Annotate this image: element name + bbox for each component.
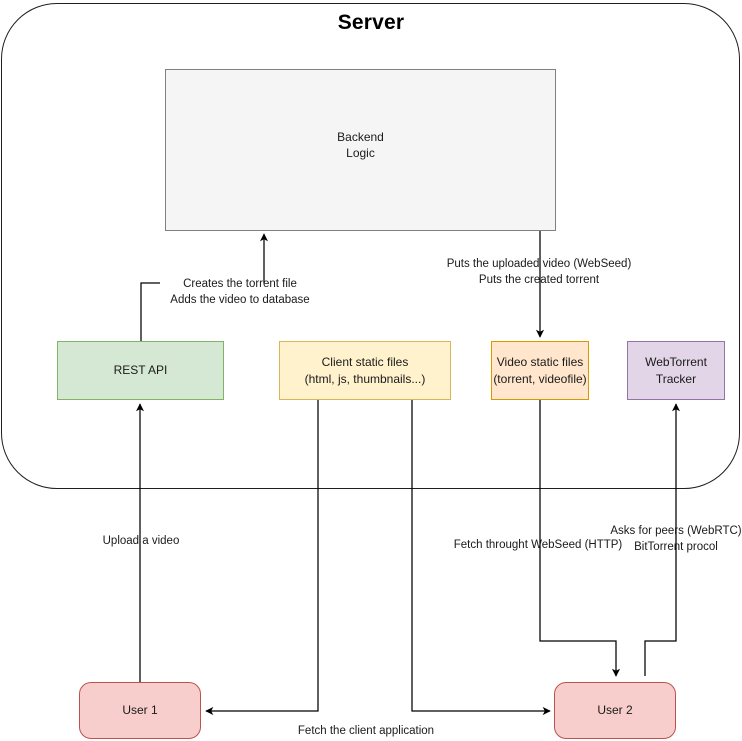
edge-label-backend-to-video: Puts the uploaded video (WebSeed) Puts t… <box>446 258 632 286</box>
node-user-1-label: User 1 <box>122 703 158 718</box>
node-webtorrent-tracker-label: WebTorrent Tracker <box>645 355 707 386</box>
node-rest-api-label: REST API <box>113 363 168 378</box>
edge-label-user1-to-rest: Upload a video <box>102 535 180 547</box>
node-backend-logic[interactable]: Backend Logic <box>165 69 556 231</box>
edge-label-video-to-user2: Fetch throught WebSeed (HTTP) <box>453 539 623 551</box>
node-user-2-label: User 2 <box>597 703 633 718</box>
node-video-static-files-label: Video static files (torrent, videofile) <box>493 355 587 386</box>
node-user-2[interactable]: User 2 <box>554 682 676 739</box>
edge-label-rest-to-backend: Creates the torrent file Adds the video … <box>170 278 310 306</box>
node-webtorrent-tracker[interactable]: WebTorrent Tracker <box>627 341 725 400</box>
node-user-1[interactable]: User 1 <box>79 682 201 739</box>
node-rest-api[interactable]: REST API <box>57 341 224 400</box>
node-video-static-files[interactable]: Video static files (torrent, videofile) <box>491 341 589 400</box>
node-client-static-files-label: Client static files (html, js, thumbnail… <box>304 355 426 386</box>
edge-label-user2-to-tracker: Asks for peers (WebRTC) BitTorrent proco… <box>610 525 742 553</box>
node-client-static-files[interactable]: Client static files (html, js, thumbnail… <box>279 341 451 400</box>
server-title: Server <box>337 11 405 34</box>
edge-label-client-to-user2: Fetch the client application <box>297 725 435 737</box>
server-boundary <box>1 3 740 489</box>
node-backend-logic-label: Backend Logic <box>337 129 384 160</box>
